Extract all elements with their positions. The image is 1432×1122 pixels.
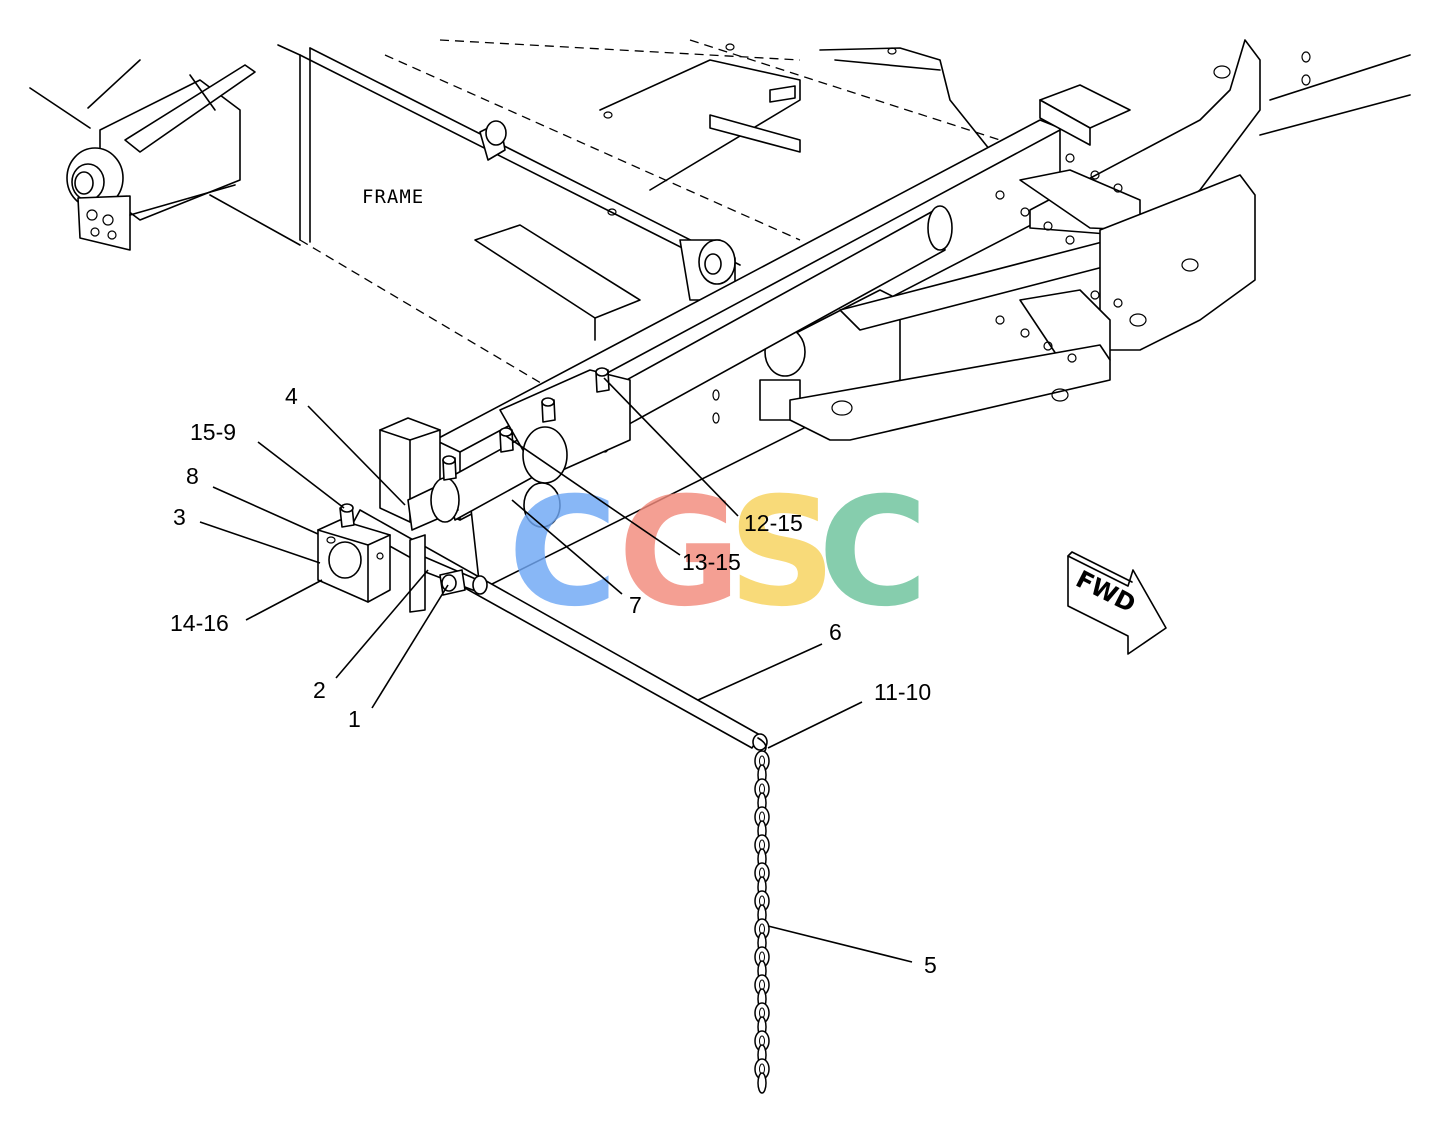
callout-14-16: 14-16 <box>170 610 229 636</box>
mounting-plates <box>789 39 1261 441</box>
drag-chain <box>754 750 770 1094</box>
watermark-letter-s: S <box>728 466 836 640</box>
bolt-hole-pattern <box>995 153 1123 363</box>
callout-8: 8 <box>186 463 199 489</box>
callout-15-9: 15-9 <box>190 419 236 445</box>
chain-link <box>757 1072 767 1094</box>
callout-4: 4 <box>285 383 298 409</box>
frame-panel: FRAME <box>277 39 1411 431</box>
frame-label: FRAME <box>362 186 424 208</box>
sleeve-cylinder <box>444 205 953 528</box>
watermark-letter-g: G <box>618 466 741 640</box>
callout-7: 7 <box>629 592 642 618</box>
callout-13-15: 13-15 <box>682 549 741 575</box>
forward-direction-arrow: FWD <box>1067 551 1167 655</box>
callout-11-10: 11-10 <box>874 679 931 705</box>
rod-assembly <box>317 367 768 753</box>
callout-2: 2 <box>313 677 326 703</box>
callout-5: 5 <box>924 952 937 978</box>
callout-1: 1 <box>348 706 361 732</box>
callout-3: 3 <box>173 504 186 530</box>
callout-6: 6 <box>829 619 842 645</box>
callout-12-15: 12-15 <box>744 510 803 536</box>
leader-lines <box>199 377 913 963</box>
callout-labels: 4 15-9 8 3 14-16 2 1 7 13-15 12-15 6 11-… <box>170 383 937 978</box>
cgsc-watermark: C G S C <box>508 466 928 640</box>
engine-mount-drawing <box>29 59 301 251</box>
watermark-letter-c1: C <box>508 466 618 640</box>
watermark-letter-c2: C <box>818 466 928 640</box>
